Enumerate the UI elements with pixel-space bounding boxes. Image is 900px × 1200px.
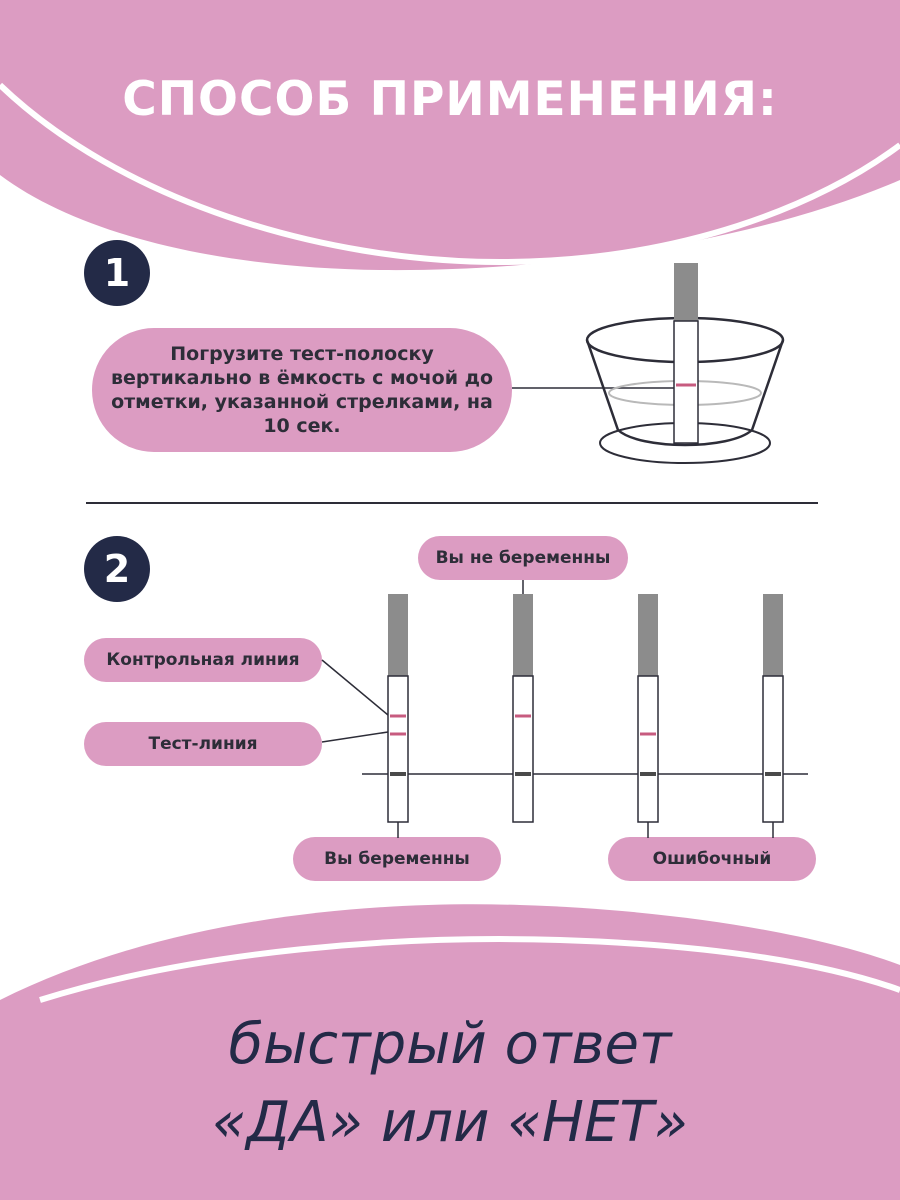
test-line-pointer [321, 731, 389, 743]
step-1-number-badge: 1 [84, 240, 150, 306]
tagline-line-2: «ДА» или «НЕТ» [211, 1090, 689, 1155]
label-pregnant: Вы беременны [293, 837, 501, 881]
label-invalid: Ошибочный [608, 837, 816, 881]
strip-invalid-test-only [637, 594, 659, 838]
test-strips-diagram [321, 580, 808, 838]
control-line-pointer [321, 659, 389, 716]
strip-pregnant [387, 594, 409, 838]
step-1-instruction-text: Погрузите тест-полоску вертикально в ёмк… [110, 343, 494, 437]
page-title: СПОСОБ ПРИМЕНЕНИЯ: [122, 72, 778, 127]
section-divider [86, 502, 818, 504]
step-2-number-badge: 2 [84, 536, 150, 602]
strip-body [673, 320, 699, 444]
label-not-pregnant: Вы не беременны [418, 536, 628, 580]
label-test-line: Тест-линия [84, 722, 322, 766]
label-control-line: Контрольная линия [84, 638, 322, 682]
step-1-instruction: Погрузите тест-полоску вертикально в ёмк… [92, 328, 512, 452]
cup-body [585, 339, 785, 447]
strip-not-pregnant [512, 594, 534, 823]
strip-invalid-no-lines [762, 594, 784, 838]
strip-handle [674, 263, 698, 321]
tagline-line-1: быстрый ответ [228, 1012, 672, 1077]
cup-with-strip-illustration [512, 263, 785, 464]
